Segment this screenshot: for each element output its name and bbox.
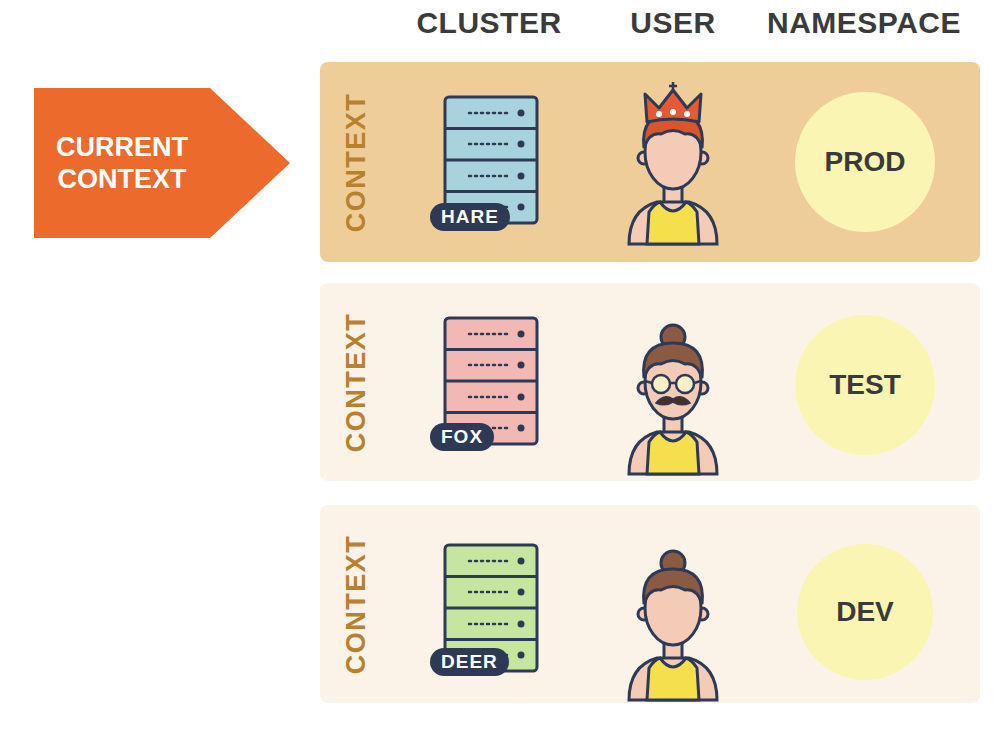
- arrow-label: CURRENT CONTEXT: [42, 131, 202, 196]
- cluster-name: FOX: [430, 423, 494, 451]
- cluster-tag: HARE: [430, 203, 510, 231]
- context-label: CONTEXT: [341, 312, 372, 452]
- context-band: CONTEXT FOX TEST: [320, 283, 980, 481]
- namespace-circle: DEV: [797, 544, 933, 680]
- band-fill: [320, 505, 980, 703]
- namespace-name: PROD: [825, 146, 906, 178]
- context-band: CONTEXT HARE PROD: [320, 62, 980, 262]
- user-avatar: [629, 82, 717, 244]
- current-context-arrow: CURRENT CONTEXT: [34, 88, 290, 238]
- arrow-shape: [34, 88, 290, 238]
- cluster-tag: DEER: [430, 648, 509, 676]
- context-label: CONTEXT: [341, 92, 372, 232]
- cluster-name: DEER: [430, 648, 509, 676]
- cluster-tag: FOX: [430, 423, 494, 451]
- band-fill: [320, 283, 980, 481]
- context-label: CONTEXT: [341, 534, 372, 674]
- column-heading: NAMESPACE: [767, 6, 961, 40]
- namespace-name: TEST: [829, 369, 901, 401]
- namespace-name: DEV: [836, 596, 894, 628]
- namespace-circle: PROD: [795, 92, 935, 232]
- user-avatar: [629, 551, 717, 700]
- band-fill: [320, 62, 980, 262]
- column-heading: CLUSTER: [416, 6, 561, 40]
- context-band: CONTEXT DEER DEV: [320, 505, 980, 703]
- column-heading: USER: [630, 6, 715, 40]
- cluster-name: HARE: [430, 203, 510, 231]
- namespace-circle: TEST: [795, 315, 935, 455]
- user-avatar: [629, 325, 717, 474]
